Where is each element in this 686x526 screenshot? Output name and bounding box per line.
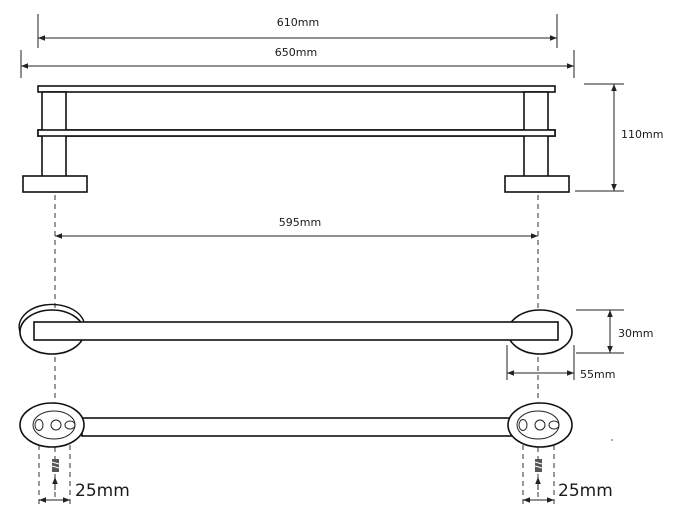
dimension-25-left: 25mm [38,445,130,508]
dim-label-110: 110mm [621,128,663,141]
dimension-110: 110mm [575,83,663,192]
dim-label-650: 650mm [275,46,317,59]
dimension-595: 595mm [54,195,539,500]
dimension-650: 650mm [20,46,575,78]
dimension-25-right: 25mm [522,445,613,508]
front-elevation [22,85,570,193]
screw-right [534,459,543,490]
dim-label-55: 55mm [580,368,615,381]
mount-view [19,402,613,448]
dim-label-610: 610mm [277,16,319,29]
top-view [18,303,573,355]
dimension-610: 610mm [37,14,558,48]
dim-label-25-left: 25mm [75,481,130,501]
dim-label-30: 30mm [618,327,653,340]
screw-left [51,459,60,490]
dimension-55: 55mm [506,345,615,381]
dim-label-595: 595mm [279,216,321,229]
dimension-30: 30mm [576,309,653,354]
dim-label-25-right: 25mm [558,481,613,501]
